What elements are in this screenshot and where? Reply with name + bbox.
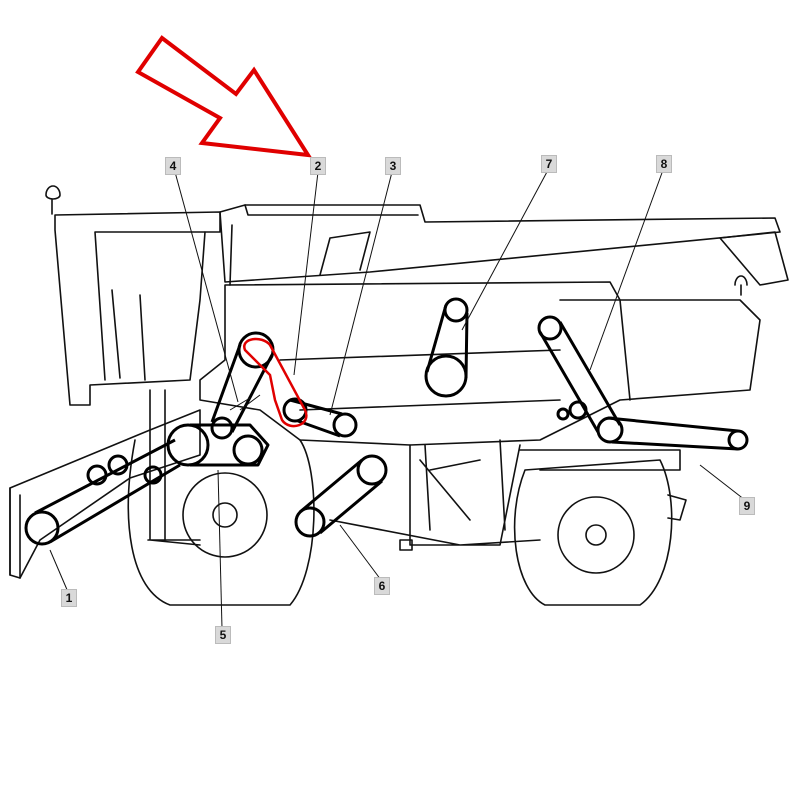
leader-lines	[49, 169, 746, 629]
highlighted-belt-outline	[243, 337, 308, 428]
callout-2: 2	[310, 157, 326, 175]
callout-9: 9	[739, 497, 755, 515]
callout-4: 4	[165, 157, 181, 175]
callout-1: 1	[61, 589, 77, 607]
callout-3: 3	[385, 157, 401, 175]
highlight	[135, 35, 312, 428]
callout-5: 5	[215, 626, 231, 644]
callout-8: 8	[656, 155, 672, 173]
combine-body	[9, 185, 789, 606]
callout-6: 6	[374, 577, 390, 595]
callout-7: 7	[541, 155, 557, 173]
pointer-arrow-icon	[135, 35, 312, 158]
drive-belts	[24, 297, 749, 546]
